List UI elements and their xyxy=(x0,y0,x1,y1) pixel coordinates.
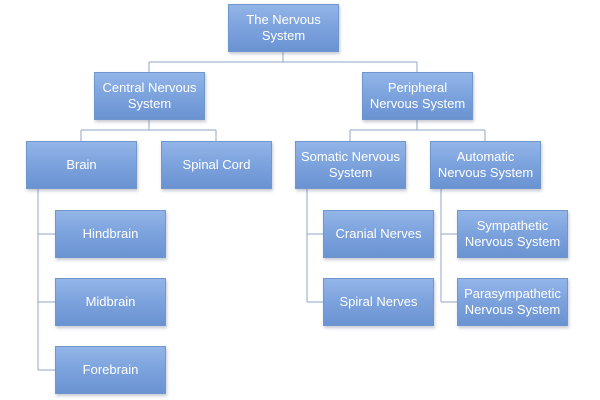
node-sympathetic-nervous-system: Sympathetic Nervous System xyxy=(457,210,568,258)
node-spinal-cord: Spinal Cord xyxy=(161,141,272,189)
node-spiral-nerves: Spiral Nerves xyxy=(323,278,434,326)
node-forebrain: Forebrain xyxy=(55,346,166,394)
node-midbrain: Midbrain xyxy=(55,278,166,326)
node-peripheral-nervous-system: Peripheral Nervous System xyxy=(362,72,473,120)
node-automatic-nervous-system: Automatic Nervous System xyxy=(430,141,541,189)
node-nervous-system: The Nervous System xyxy=(228,4,339,52)
node-parasympathetic-nervous-system: Parasympathetic Nervous System xyxy=(457,278,568,326)
node-hindbrain: Hindbrain xyxy=(55,210,166,258)
node-cranial-nerves: Cranial Nerves xyxy=(323,210,434,258)
node-brain: Brain xyxy=(26,141,137,189)
node-somatic-nervous-system: Somatic Nervous System xyxy=(295,141,406,189)
node-central-nervous-system: Central Nervous System xyxy=(94,72,205,120)
